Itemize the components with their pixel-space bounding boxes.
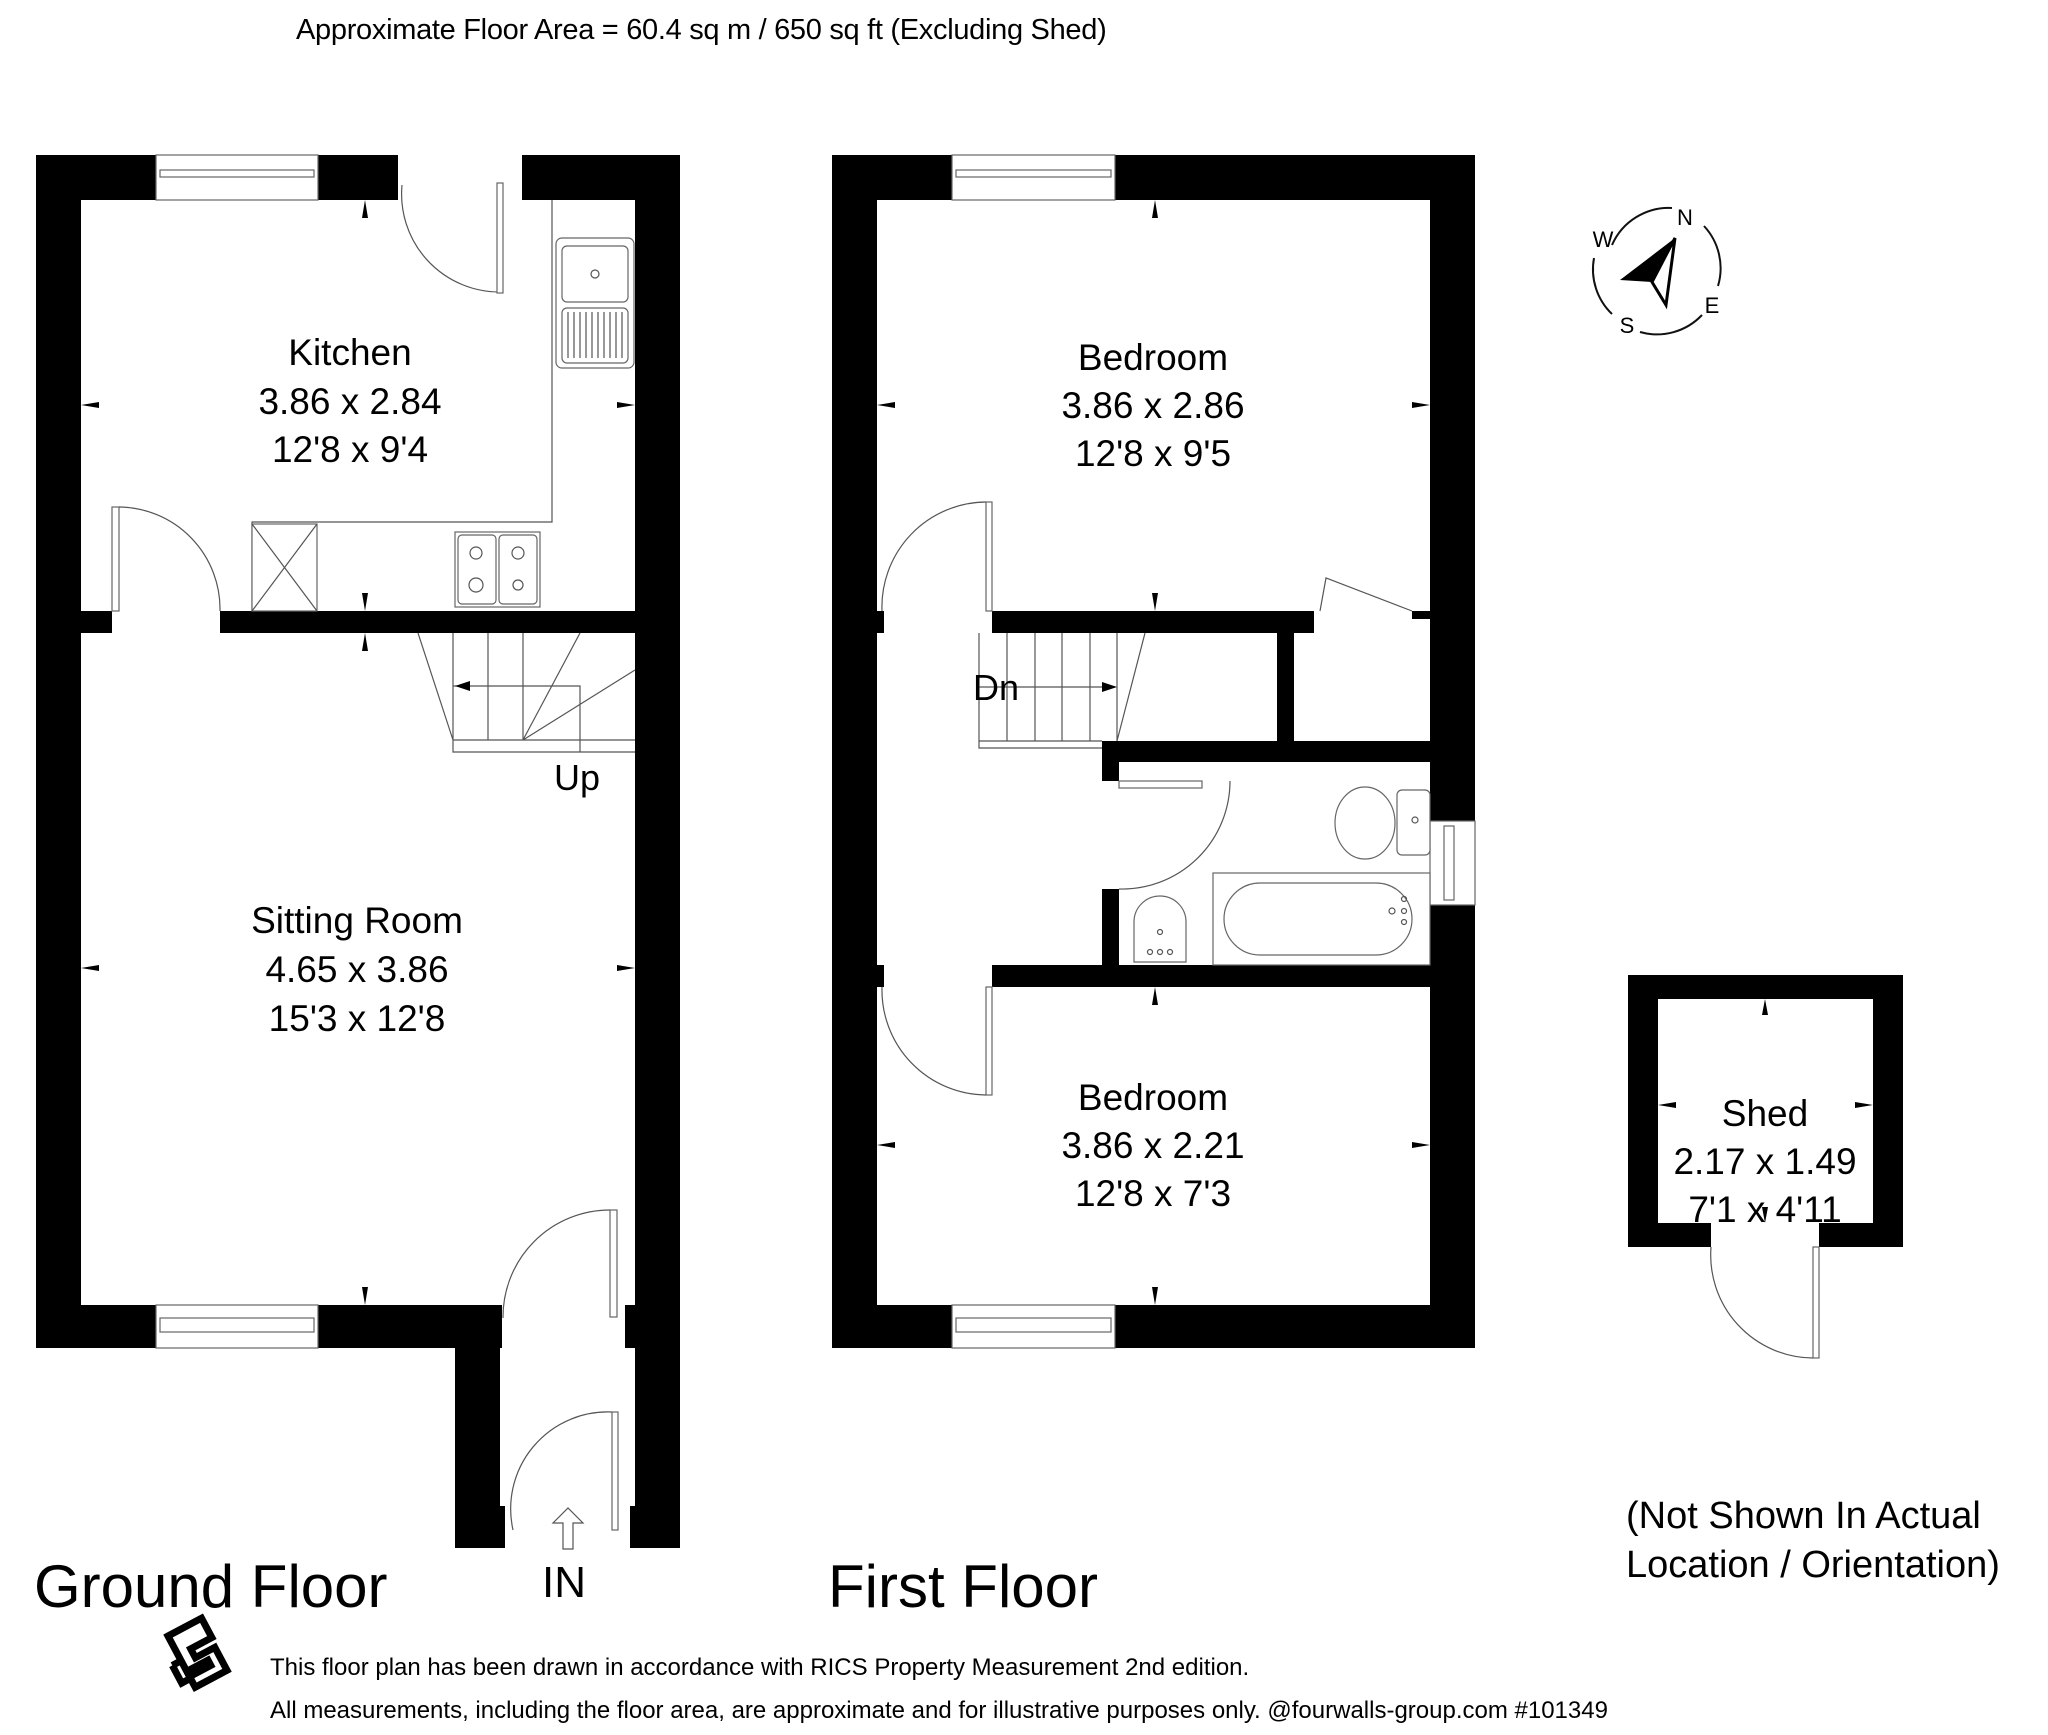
lower-bedroom-door (881, 986, 993, 1096)
upper-bedroom-metric-size: 3.86 x 2.86 (1061, 385, 1244, 426)
entrance-arrow-icon (551, 1507, 585, 1550)
shed-plan: Shed 2.17 x 1.49 7'1 x 4'11 (1628, 975, 1903, 1359)
shed-name: Shed (1722, 1093, 1808, 1134)
shed-note-line-2: Location / Orientation) (1626, 1544, 2000, 1586)
ground-floor-dimension-markers (81, 200, 635, 1305)
stairs-down-label: Dn (973, 667, 1019, 708)
ground-floor-title: Ground Floor (34, 1553, 388, 1620)
first-floor-plan: Bedroom 3.86 x 2.86 12'8 x 9'5 Bedroom 3… (828, 154, 1476, 1620)
rics-disclaimer: This floor plan has been drawn in accord… (270, 1654, 1250, 1681)
lower-bedroom-name: Bedroom (1078, 1077, 1228, 1118)
first-floor-stairs (978, 632, 1146, 749)
compass-icon: N E S W (1591, 205, 1722, 338)
lower-bedroom-metric-size: 3.86 x 2.21 (1061, 1125, 1244, 1166)
sitting-room-window (155, 1304, 319, 1349)
fourwalls-logo-icon (163, 1613, 232, 1692)
kitchen-window (155, 154, 319, 201)
sitting-room-name: Sitting Room (251, 900, 463, 941)
first-floor-title: First Floor (828, 1553, 1098, 1620)
compass-south-label: S (1620, 313, 1635, 338)
bathroom-window (1429, 820, 1476, 906)
kitchen-name: Kitchen (288, 332, 411, 373)
lower-bedroom-window (951, 1304, 1116, 1349)
kitchen-appliance-space (251, 523, 318, 612)
upper-bedroom-imperial-size: 12'8 x 9'5 (1075, 433, 1231, 474)
sitting-room-metric-size: 4.65 x 3.86 (265, 949, 448, 990)
measurement-disclaimer: All measurements, including the floor ar… (270, 1697, 1608, 1724)
kitchen-back-door (400, 182, 504, 294)
first-floor-walls (832, 155, 1475, 1348)
ground-floor-stairs (417, 632, 636, 753)
upper-bedroom-name: Bedroom (1078, 337, 1228, 378)
compass-north-label: N (1677, 205, 1693, 230)
front-door (510, 1411, 619, 1531)
first-floor-dimension-markers (877, 200, 1430, 1305)
cupboard-door (1319, 577, 1413, 612)
stairs-up-label: Up (554, 757, 600, 798)
kitchen-imperial-size: 12'8 x 9'4 (272, 429, 428, 470)
kitchen-internal-door (111, 506, 221, 612)
shed-note-line-1: (Not Shown In Actual (1626, 1495, 1981, 1537)
upper-bedroom-door (881, 501, 993, 612)
ground-floor-plan: Kitchen 3.86 x 2.84 12'8 x 9'4 Sitting R… (34, 154, 680, 1620)
shed-dimension-markers (1658, 999, 1873, 1223)
upper-bedroom-window (951, 154, 1116, 201)
compass-east-label: E (1705, 293, 1720, 318)
floor-area-heading: Approximate Floor Area = 60.4 sq m / 650… (296, 14, 1107, 46)
kitchen-worktop (251, 200, 635, 611)
shed-location-note: (Not Shown In Actual Location / Orientat… (1626, 1492, 2000, 1590)
entrance-label: IN (542, 1558, 586, 1607)
lower-bedroom-imperial-size: 12'8 x 7'3 (1075, 1173, 1231, 1214)
ground-floor-walls (36, 155, 680, 1548)
shed-metric-size: 2.17 x 1.49 (1673, 1141, 1856, 1182)
kitchen-metric-size: 3.86 x 2.84 (258, 381, 441, 422)
toilet (1334, 786, 1431, 860)
shed-door (1710, 1246, 1820, 1359)
bathroom-door (1118, 780, 1231, 890)
sitting-room-imperial-size: 15'3 x 12'8 (269, 998, 446, 1039)
kitchen-hob (454, 531, 541, 608)
bathtub (1212, 872, 1431, 966)
wash-basin (1133, 895, 1187, 963)
compass-west-label: W (1593, 227, 1614, 252)
porch-inner-door (502, 1209, 618, 1319)
shed-imperial-size: 7'1 x 4'11 (1688, 1189, 1841, 1230)
